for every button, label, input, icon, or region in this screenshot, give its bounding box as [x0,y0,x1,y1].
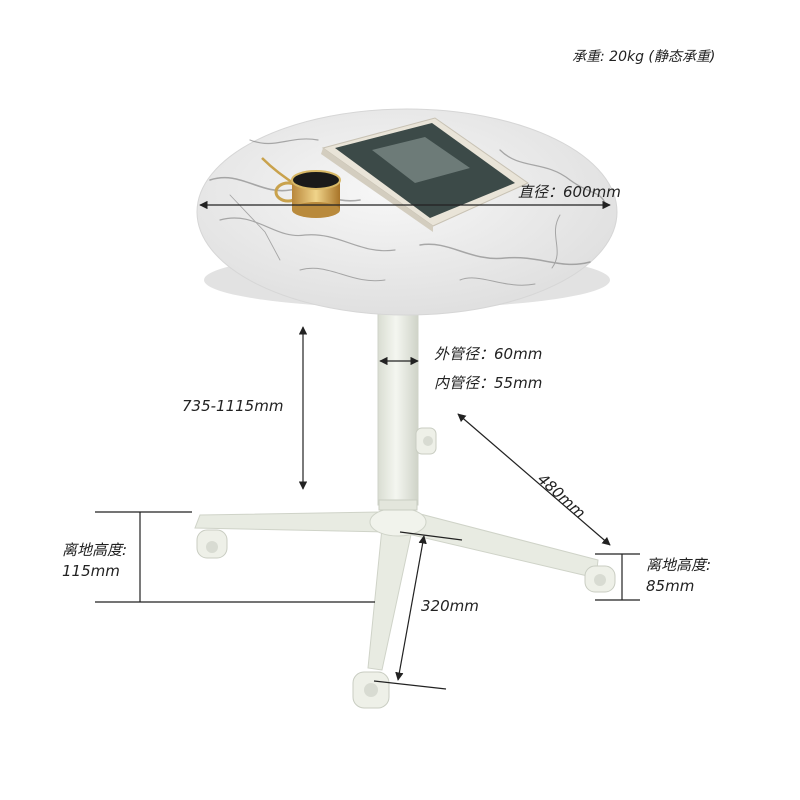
outer-tube-label: 外管径：60mm [434,345,543,363]
right-clearance-value: 85mm [646,577,695,595]
left-clearance-title: 离地高度: [62,541,128,559]
book [321,117,530,232]
right-clearance-title: 离地高度: [646,556,712,574]
inner-tube-label: 内管径：55mm [434,374,543,392]
load-capacity-label: 承重: 20kg (静态承重) [572,49,716,65]
caster-left [196,529,228,559]
leg-length-label: 320mm [421,597,479,615]
caster-right [584,565,616,593]
table-pole [377,299,437,511]
diameter-label: 直径：600mm [518,183,621,201]
base-arm-left [194,511,386,533]
height-range-label: 735-1115mm [182,397,284,415]
table-base [194,507,616,709]
leg-tick-bottom [373,680,447,690]
base-arm-right [404,509,599,579]
base-arm-front [367,527,413,671]
marble-tabletop [196,108,618,316]
leg-tick-top [399,531,463,541]
caster-front [352,671,390,709]
outer-tube [377,299,419,506]
base-hub [369,507,427,537]
dimension-lines [95,200,640,690]
left-clearance-value: 115mm [62,562,120,580]
leg-length-line [395,535,427,681]
tube-collar [378,499,418,511]
arm-length-line [457,413,611,546]
